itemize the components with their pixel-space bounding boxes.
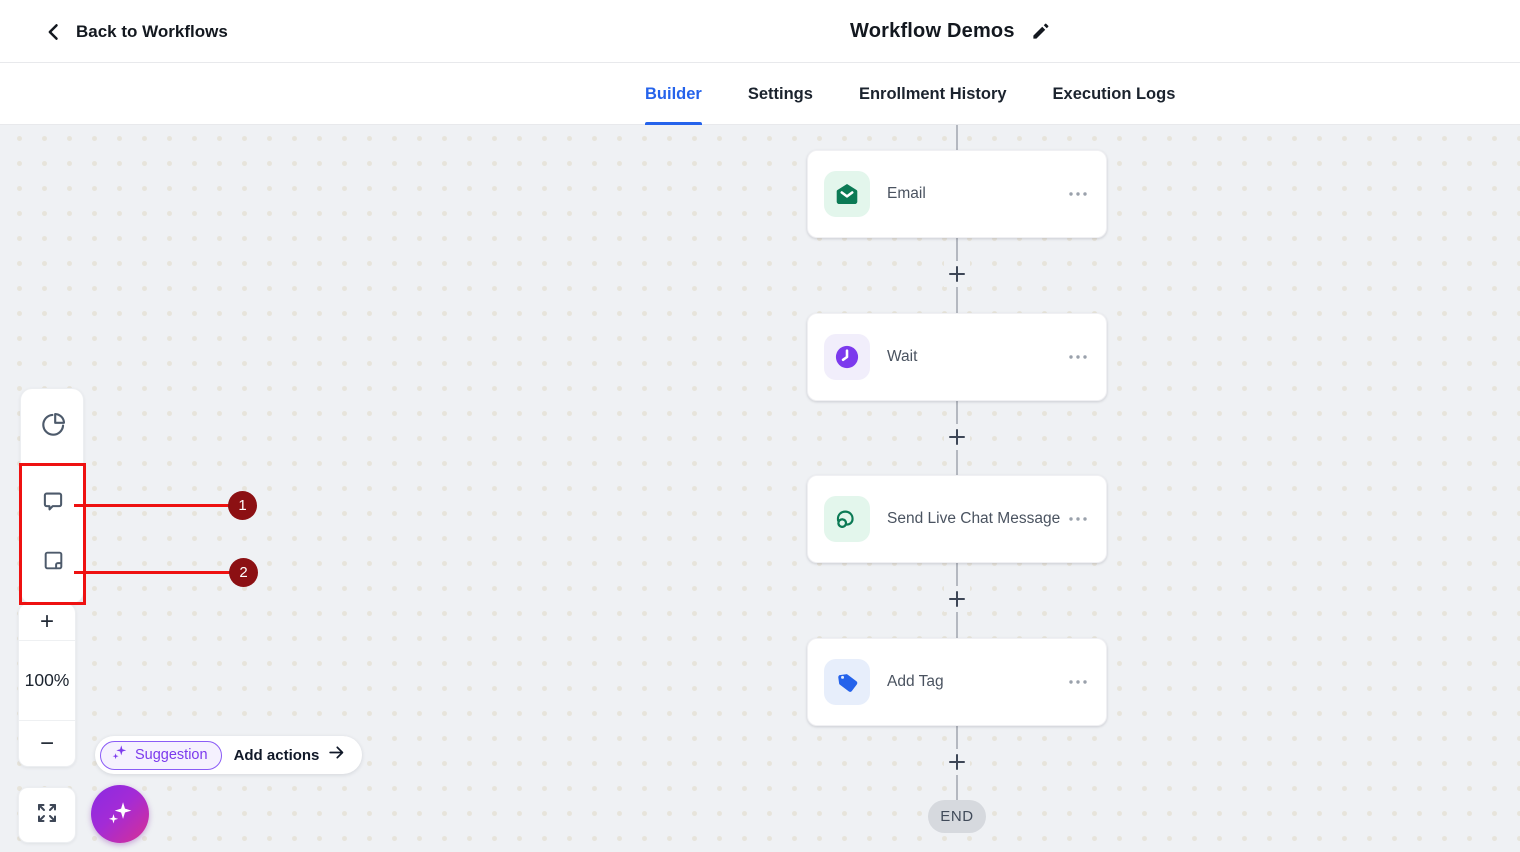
comment-icon xyxy=(40,489,66,520)
ai-assistant-button[interactable] xyxy=(91,785,149,843)
flow-connector-line xyxy=(956,125,958,803)
zoom-control-panel: + 100% − xyxy=(18,603,76,767)
back-to-workflows-button[interactable]: Back to Workflows xyxy=(44,0,228,63)
add-actions-button[interactable]: Add actions xyxy=(234,743,347,767)
annotation-badge-1: 1 xyxy=(228,491,257,520)
annotation-line-2 xyxy=(74,571,230,574)
add-step-button[interactable] xyxy=(944,749,970,775)
more-options-icon[interactable] xyxy=(1068,516,1088,522)
top-bar: Back to Workflows Workflow Demos xyxy=(0,0,1520,63)
tab-enrollment-history[interactable]: Enrollment History xyxy=(858,84,1007,103)
plus-icon: + xyxy=(39,608,54,635)
node-label: Wait xyxy=(887,348,918,365)
email-icon xyxy=(824,171,870,217)
fullscreen-button[interactable] xyxy=(18,787,76,843)
canvas-tools-panel xyxy=(20,388,84,604)
workflow-node-email[interactable]: Email xyxy=(807,150,1107,238)
live-chat-icon xyxy=(824,496,870,542)
zoom-out-button[interactable]: − xyxy=(19,721,75,766)
sparkles-icon xyxy=(107,799,133,830)
end-badge: END xyxy=(928,800,986,833)
node-label: Email xyxy=(887,185,926,202)
comment-tool-button[interactable] xyxy=(21,480,85,528)
tab-builder[interactable]: Builder xyxy=(645,63,702,125)
annotation-badge-2: 2 xyxy=(229,558,258,587)
page-title: Workflow Demos xyxy=(850,20,1015,42)
workflow-node-send-live-chat[interactable]: Send Live Chat Message xyxy=(807,475,1107,563)
add-step-button[interactable] xyxy=(944,261,970,287)
sparkles-icon xyxy=(111,744,128,766)
add-step-button[interactable] xyxy=(944,586,970,612)
title-group: Workflow Demos xyxy=(850,0,1050,63)
tab-bar: Builder Settings Enrollment History Exec… xyxy=(0,63,1520,125)
annotation-highlight-rect xyxy=(19,463,86,605)
workflow-node-wait[interactable]: Wait xyxy=(807,313,1107,401)
pie-chart-icon xyxy=(40,411,67,443)
zoom-in-button[interactable]: + xyxy=(19,604,75,641)
reports-tool-button[interactable] xyxy=(21,403,85,451)
workflow-canvas[interactable]: Email Wait Send Live Chat Me xyxy=(0,125,1520,852)
tabs: Builder Settings Enrollment History Exec… xyxy=(645,63,1175,125)
expand-arrows-icon xyxy=(35,801,59,830)
more-options-icon[interactable] xyxy=(1068,354,1088,360)
more-options-icon[interactable] xyxy=(1068,679,1088,685)
sticky-note-tool-button[interactable] xyxy=(21,539,85,587)
edit-pencil-icon[interactable] xyxy=(1031,22,1050,41)
tag-icon xyxy=(824,659,870,705)
back-label: Back to Workflows xyxy=(76,21,228,41)
suggestion-pill[interactable]: Suggestion xyxy=(100,740,222,770)
clock-icon xyxy=(824,334,870,380)
zoom-level-indicator[interactable]: 100% xyxy=(19,641,75,721)
minus-icon: − xyxy=(39,729,54,757)
sticky-note-icon xyxy=(41,548,66,578)
add-step-button[interactable] xyxy=(944,424,970,450)
add-actions-label: Add actions xyxy=(233,746,320,764)
zoom-level-value: 100% xyxy=(24,670,70,690)
suggestion-bar: Suggestion Add actions xyxy=(95,736,363,774)
chevron-left-icon xyxy=(44,22,64,42)
workflow-node-add-tag[interactable]: Add Tag xyxy=(807,638,1107,726)
tab-settings[interactable]: Settings xyxy=(747,84,813,103)
tab-execution-logs[interactable]: Execution Logs xyxy=(1052,84,1176,103)
more-options-icon[interactable] xyxy=(1068,191,1088,197)
annotation-line-1 xyxy=(74,504,230,507)
suggestion-label: Suggestion xyxy=(135,747,208,763)
arrow-right-icon xyxy=(327,743,346,767)
node-label: Add Tag xyxy=(887,673,944,690)
node-label: Send Live Chat Message xyxy=(887,510,1061,527)
